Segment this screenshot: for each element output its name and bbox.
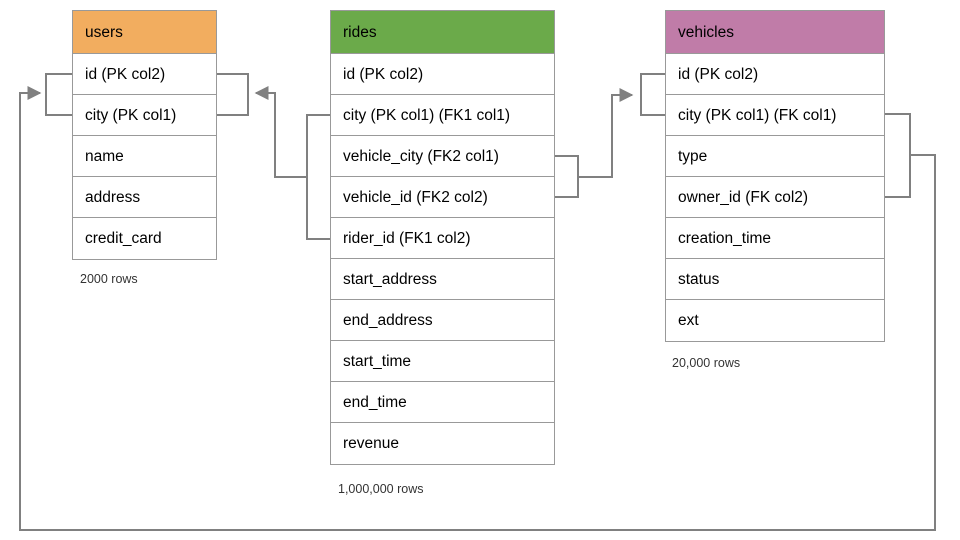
field-vehicles-status[interactable]: status xyxy=(666,259,884,300)
field-rides-start-address[interactable]: start_address xyxy=(331,259,554,300)
field-rides-revenue[interactable]: revenue xyxy=(343,435,400,452)
field-rides-rider-id[interactable]: rider_id (FK1 col2) xyxy=(331,218,554,259)
entity-vehicles-title: vehicles xyxy=(666,11,884,54)
field-vehicles-ext[interactable]: ext xyxy=(678,312,699,329)
field-vehicles-city[interactable]: city (PK col1) (FK col1) xyxy=(666,95,884,136)
field-rides-start-time[interactable]: start_time xyxy=(331,341,554,382)
row-count-vehicles: 20,000 rows xyxy=(672,356,741,370)
field-rides-vehicle-id[interactable]: vehicle_id (FK2 col2) xyxy=(331,177,554,218)
field-rides-id[interactable]: id (PK col2) xyxy=(331,54,554,95)
row-count-rides: 1,000,000 rows xyxy=(338,482,424,496)
field-vehicles-id[interactable]: id (PK col2) xyxy=(666,54,884,95)
field-rides-end-address[interactable]: end_address xyxy=(331,300,554,341)
connector-rides-to-users xyxy=(217,73,330,240)
field-vehicles-owner-id[interactable]: owner_id (FK col2) xyxy=(666,177,884,218)
field-users-credit-card[interactable]: credit_card xyxy=(85,230,162,247)
field-rides-vehicle-city[interactable]: vehicle_city (FK2 col1) xyxy=(331,136,554,177)
connector-rides-to-vehicles xyxy=(555,73,665,198)
field-users-address[interactable]: address xyxy=(73,177,216,218)
field-vehicles-creation-time[interactable]: creation_time xyxy=(666,218,884,259)
field-rides-city[interactable]: city (PK col1) (FK1 col1) xyxy=(331,95,554,136)
entity-vehicles[interactable]: vehicles id (PK col2) city (PK col1) (FK… xyxy=(665,10,885,342)
field-vehicles-type[interactable]: type xyxy=(666,136,884,177)
field-users-id[interactable]: id (PK col2) xyxy=(73,54,216,95)
row-count-users: 2000 rows xyxy=(80,272,138,286)
entity-users-title: users xyxy=(73,11,216,54)
field-rides-end-time[interactable]: end_time xyxy=(331,382,554,423)
field-users-name[interactable]: name xyxy=(73,136,216,177)
entity-rides-title: rides xyxy=(331,11,554,54)
entity-users[interactable]: users id (PK col2) city (PK col1) name a… xyxy=(72,10,217,260)
field-users-city[interactable]: city (PK col1) xyxy=(73,95,216,136)
entity-rides[interactable]: rides id (PK col2) city (PK col1) (FK1 c… xyxy=(330,10,555,465)
